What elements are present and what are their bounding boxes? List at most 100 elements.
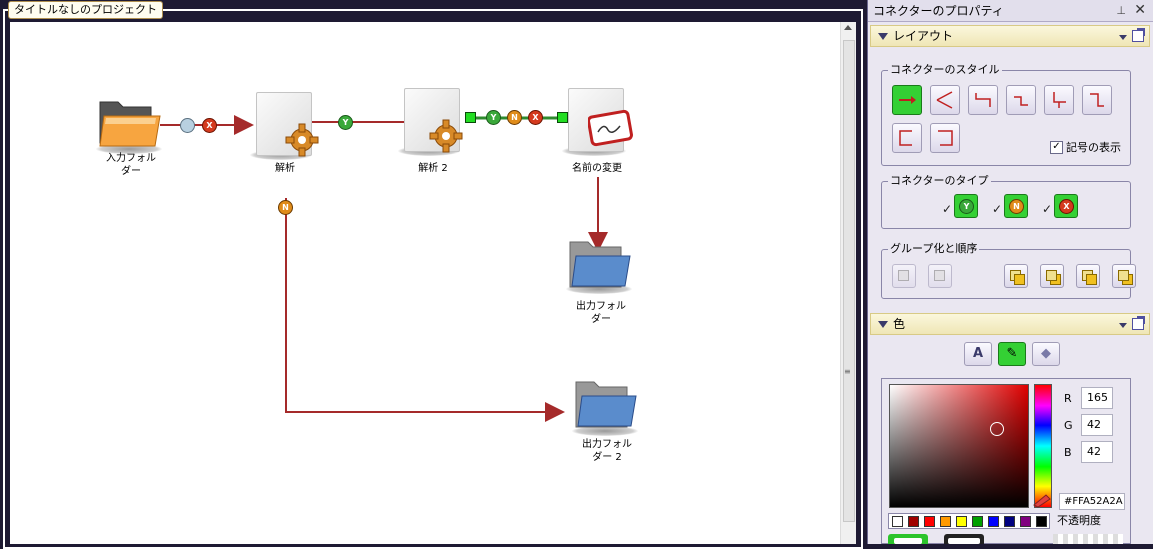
saturation-value-square[interactable]	[889, 384, 1029, 508]
pin-input-out[interactable]	[180, 118, 195, 133]
send-backward-button[interactable]	[1076, 264, 1100, 288]
rename-card-icon	[588, 109, 633, 147]
collapse-icon[interactable]	[878, 33, 888, 40]
swatch[interactable]	[972, 516, 983, 527]
yes-badge-icon: Y	[959, 199, 974, 214]
pin-icon[interactable]: ⊥	[1116, 4, 1126, 17]
node-output-folder-2[interactable]: 出力フォル ダー 2	[572, 380, 642, 470]
scroll-thumb[interactable]	[843, 40, 855, 522]
no-badge-icon: N	[1009, 199, 1024, 214]
swatch[interactable]	[1004, 516, 1015, 527]
node-shadow	[566, 284, 632, 294]
pin-x-input[interactable]: X	[202, 118, 217, 133]
pin-x-parse2[interactable]: X	[528, 110, 543, 125]
connector-style-group: コネクターのスタイル ✓ 記号の表示	[881, 63, 1131, 166]
folder-icon	[569, 241, 631, 288]
node-output-folder[interactable]: 出力フォル ダー	[566, 240, 636, 330]
picker-cursor[interactable]	[990, 422, 1004, 436]
check-mark-icon: ✓	[942, 202, 953, 216]
pin-n-parse2[interactable]: N	[507, 110, 522, 125]
error-badge-icon: X	[1059, 199, 1074, 214]
check-mark-icon: ✓	[992, 202, 1003, 216]
new-color-preview[interactable]	[888, 534, 928, 544]
node-parse-2[interactable]: 解析 2	[398, 88, 468, 178]
style-orthogonal-1-button[interactable]	[968, 85, 998, 115]
send-to-back-button[interactable]	[1112, 264, 1136, 288]
handle-start[interactable]	[465, 112, 476, 123]
b-label: B	[1064, 446, 1072, 459]
popout-icon[interactable]	[1132, 316, 1145, 330]
node-input-folder[interactable]: 入力フォル ダー	[96, 96, 166, 177]
node-rename[interactable]: 名前の変更	[562, 88, 642, 178]
connector-parse-to-output2[interactable]	[285, 198, 565, 422]
split-icon	[936, 91, 953, 109]
swatch[interactable]	[956, 516, 967, 527]
style-loop-2-button[interactable]	[930, 123, 960, 153]
group-button[interactable]	[892, 264, 916, 288]
style-straight-button[interactable]	[892, 85, 922, 115]
node-label: 出力フォル ダー	[576, 301, 626, 325]
style-loop-1-button[interactable]	[892, 123, 922, 153]
scroll-up-icon[interactable]	[844, 25, 852, 30]
text-color-button[interactable]: A	[964, 342, 992, 366]
swatch[interactable]	[988, 516, 999, 527]
layout-section-header[interactable]: レイアウト	[870, 25, 1150, 47]
workflow-canvas[interactable]: X Y N Y N X 入力フォル ダー 解析	[10, 22, 840, 544]
swatch[interactable]	[1036, 516, 1047, 527]
dropdown-icon[interactable]	[1119, 35, 1127, 40]
type-error-button[interactable]: X	[1054, 194, 1078, 218]
hex-input[interactable]: #FFA52A2A	[1059, 493, 1125, 510]
bring-to-front-button[interactable]	[1004, 264, 1028, 288]
folder-icon	[99, 101, 161, 147]
color-header-label: 色	[893, 317, 906, 331]
orthogonal-icon	[975, 93, 991, 107]
popout-icon[interactable]	[1132, 28, 1145, 42]
opacity-slider[interactable]	[1053, 534, 1123, 544]
color-preview-row	[888, 534, 1128, 544]
swatch[interactable]	[940, 516, 951, 527]
old-color-preview[interactable]	[944, 534, 984, 544]
style-orthogonal-3-button[interactable]	[1044, 85, 1074, 115]
handle-end[interactable]	[557, 112, 568, 123]
orthogonal-icon	[1014, 96, 1028, 106]
color-section-header[interactable]: 色	[870, 313, 1150, 335]
pin-y-parse2[interactable]: Y	[486, 110, 501, 125]
style-orthogonal-4-button[interactable]	[1082, 85, 1112, 115]
panel-title: コネクターのプロパティ	[868, 0, 1153, 22]
hue-slider[interactable]	[1034, 384, 1052, 508]
pin-n-parse[interactable]: N	[278, 200, 293, 215]
bring-forward-button[interactable]	[1040, 264, 1064, 288]
group-title: コネクターのスタイル	[888, 63, 1002, 76]
line-color-button[interactable]: ✎	[998, 342, 1026, 366]
node-label: 出力フォル ダー 2	[582, 439, 632, 463]
style-split-button[interactable]	[930, 85, 960, 115]
pin-y-parse[interactable]: Y	[338, 115, 353, 130]
node-parse[interactable]: 解析	[250, 92, 320, 182]
swatch[interactable]	[924, 516, 935, 527]
style-orthogonal-2-button[interactable]	[1006, 85, 1036, 115]
node-shadow	[96, 144, 162, 154]
gear-icon	[429, 119, 463, 153]
b-input[interactable]: 42	[1081, 441, 1113, 463]
swatch[interactable]	[892, 516, 903, 527]
collapse-icon[interactable]	[878, 321, 888, 328]
splitter-grip-icon[interactable]: ≡	[844, 367, 851, 376]
fill-color-button[interactable]: ◆	[1032, 342, 1060, 366]
vertical-scrollbar[interactable]	[840, 22, 856, 544]
layer-icon	[1086, 274, 1097, 285]
opacity-label: 不透明度	[1057, 514, 1101, 527]
ungroup-button[interactable]	[928, 264, 952, 288]
dropdown-icon[interactable]	[1119, 323, 1127, 328]
eyedropper-icon[interactable]	[1032, 489, 1056, 509]
show-symbols-checkbox[interactable]: ✓	[1050, 141, 1063, 154]
type-yes-button[interactable]: Y	[954, 194, 978, 218]
swatch[interactable]	[1020, 516, 1031, 527]
g-input[interactable]: 42	[1081, 414, 1113, 436]
folder-icon	[575, 381, 637, 428]
close-icon[interactable]: ✕	[1134, 2, 1146, 18]
straight-arrow-icon	[899, 96, 916, 104]
r-input[interactable]: 165	[1081, 387, 1113, 409]
project-tab[interactable]: タイトルなしのプロジェクト	[8, 1, 163, 19]
type-no-button[interactable]: N	[1004, 194, 1028, 218]
swatch[interactable]	[908, 516, 919, 527]
